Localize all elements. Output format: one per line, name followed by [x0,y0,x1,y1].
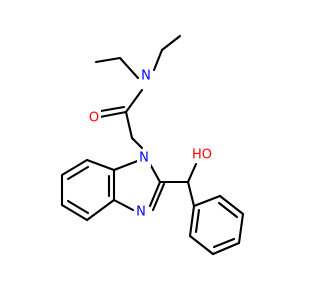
bond [124,88,144,114]
label-background [139,67,153,84]
bond [60,203,89,222]
label-background [87,110,101,127]
bond [212,237,236,249]
bond [194,208,201,234]
label-background [137,150,151,167]
bond [192,194,222,208]
molecule-structure: N O N N HO [60,34,245,256]
bond [118,56,140,80]
imidazole-ring [112,158,166,212]
label-background [190,146,214,163]
phenyl-ring [188,194,245,256]
bond [66,165,90,181]
amide-nitrogen-label: N [141,69,151,84]
bond [188,204,196,238]
label-background [134,204,148,221]
bond [186,180,196,208]
bond [112,158,142,172]
bond [218,194,245,216]
bond [66,199,90,215]
bond [160,34,182,52]
bond [152,48,164,72]
bond [237,212,245,245]
ring-nitrogen-3-label: N [136,205,146,220]
bond [217,201,239,219]
bond [188,234,215,256]
bond [124,110,134,140]
benzo-ring [60,158,116,222]
bond [148,180,162,208]
ring-nitrogen-1-label: N [139,151,149,166]
amide-group [98,88,144,150]
bond [112,198,135,212]
bond [99,105,126,113]
hydroxyl-label: HO [192,148,212,163]
bond [60,158,89,177]
hydroxybenzyl-group [158,162,198,208]
bond [94,56,122,64]
ethyl-groups [94,34,182,80]
bond [186,162,198,184]
bond [85,158,116,172]
bond [85,198,116,222]
bond [151,182,166,212]
bond [211,241,241,256]
bond [148,162,162,184]
bond [98,110,128,119]
atom-labels: N O N N HO [87,67,214,221]
bond [130,136,144,150]
carbonyl-oxygen-label: O [89,111,99,126]
